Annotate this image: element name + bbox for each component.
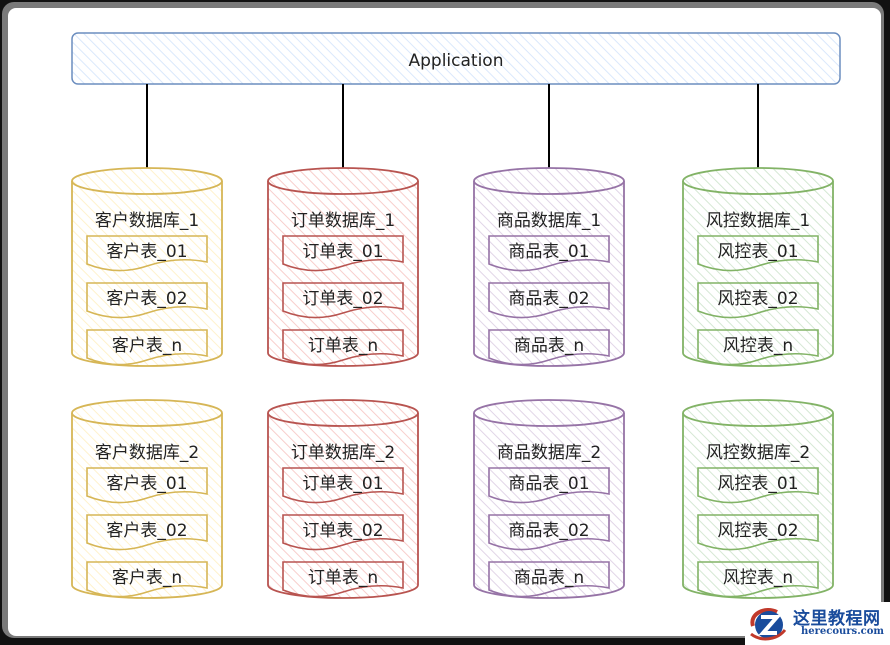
table-name: 订单表_n (308, 336, 378, 356)
table-name: 客户表_02 (106, 521, 187, 541)
database-name: 订单数据库_1 (291, 211, 395, 231)
table-name: 客户表_02 (106, 289, 187, 309)
table-name: 风控表_n (723, 336, 793, 356)
table-item[interactable]: 客户表_02 (86, 514, 208, 551)
table-name: 订单表_01 (302, 242, 383, 262)
watermark-logo-icon (750, 607, 787, 641)
table-item[interactable]: 风控表_01 (697, 235, 819, 272)
table-name: 商品表_02 (508, 521, 589, 541)
database-name: 客户数据库_1 (95, 211, 199, 231)
table-item[interactable]: 风控表_02 (697, 514, 819, 551)
table-item[interactable]: 订单表_01 (282, 235, 404, 272)
database-cylinder-customer-2[interactable]: 客户数据库_2 客户表_01 客户表_02 客户表_n (71, 399, 223, 599)
table-name: 风控表_n (723, 568, 793, 588)
table-item[interactable]: 客户表_01 (86, 235, 208, 272)
table-name: 商品表_01 (508, 474, 589, 494)
table-item[interactable]: 商品表_n (488, 561, 610, 598)
database-name: 风控数据库_1 (706, 211, 810, 231)
table-item[interactable]: 订单表_02 (282, 282, 404, 319)
table-item[interactable]: 风控表_n (697, 561, 819, 598)
table-item[interactable]: 客户表_02 (86, 282, 208, 319)
table-name: 客户表_n (112, 336, 182, 356)
database-cylinder-order-1[interactable]: 订单数据库_1 订单表_01 订单表_02 订单表_n (267, 167, 419, 367)
table-name: 订单表_01 (302, 474, 383, 494)
table-item[interactable]: 订单表_01 (282, 467, 404, 504)
table-name: 订单表_02 (302, 289, 383, 309)
database-name: 风控数据库_2 (706, 443, 810, 463)
table-item[interactable]: 订单表_n (282, 329, 404, 366)
database-cylinder-order-2[interactable]: 订单数据库_2 订单表_01 订单表_02 订单表_n (267, 399, 419, 599)
table-name: 客户表_01 (106, 242, 187, 262)
table-item[interactable]: 客户表_n (86, 329, 208, 366)
table-name: 商品表_n (514, 568, 584, 588)
database-name: 订单数据库_2 (291, 443, 395, 463)
table-item[interactable]: 客户表_01 (86, 467, 208, 504)
table-name: 风控表_01 (717, 242, 798, 262)
table-name: 客户表_n (112, 568, 182, 588)
database-name: 商品数据库_2 (497, 443, 601, 463)
database-cylinder-product-2[interactable]: 商品数据库_2 商品表_01 商品表_02 商品表_n (473, 399, 625, 599)
table-item[interactable]: 风控表_02 (697, 282, 819, 319)
table-item[interactable]: 订单表_n (282, 561, 404, 598)
database-name: 商品数据库_1 (497, 211, 601, 231)
table-item[interactable]: 商品表_01 (488, 467, 610, 504)
table-item[interactable]: 风控表_01 (697, 467, 819, 504)
table-name: 商品表_02 (508, 289, 589, 309)
database-cylinder-customer-1[interactable]: 客户数据库_1 客户表_01 客户表_02 客户表_n (71, 167, 223, 367)
table-name: 商品表_n (514, 336, 584, 356)
application-box[interactable]: Application (71, 32, 841, 85)
table-item[interactable]: 风控表_n (697, 329, 819, 366)
table-name: 风控表_02 (717, 521, 798, 541)
application-label: Application (409, 51, 504, 71)
watermark: 这里教程网 herecours.com (745, 602, 890, 645)
watermark-url: herecours.com (801, 626, 885, 637)
table-name: 客户表_01 (106, 474, 187, 494)
table-name: 订单表_02 (302, 521, 383, 541)
table-item[interactable]: 商品表_01 (488, 235, 610, 272)
table-item[interactable]: 订单表_02 (282, 514, 404, 551)
database-cylinder-risk-1[interactable]: 风控数据库_1 风控表_01 风控表_02 风控表_n (682, 167, 834, 367)
database-name: 客户数据库_2 (95, 443, 199, 463)
watermark-title: 这里教程网 (793, 609, 881, 629)
table-item[interactable]: 商品表_02 (488, 282, 610, 319)
table-name: 商品表_01 (508, 242, 589, 262)
database-cylinder-risk-2[interactable]: 风控数据库_2 风控表_01 风控表_02 风控表_n (682, 399, 834, 599)
table-name: 订单表_n (308, 568, 378, 588)
table-name: 风控表_02 (717, 289, 798, 309)
table-name: 风控表_01 (717, 474, 798, 494)
database-cylinder-product-1[interactable]: 商品数据库_1 商品表_01 商品表_02 商品表_n (473, 167, 625, 367)
table-item[interactable]: 客户表_n (86, 561, 208, 598)
table-item[interactable]: 商品表_n (488, 329, 610, 366)
table-item[interactable]: 商品表_02 (488, 514, 610, 551)
